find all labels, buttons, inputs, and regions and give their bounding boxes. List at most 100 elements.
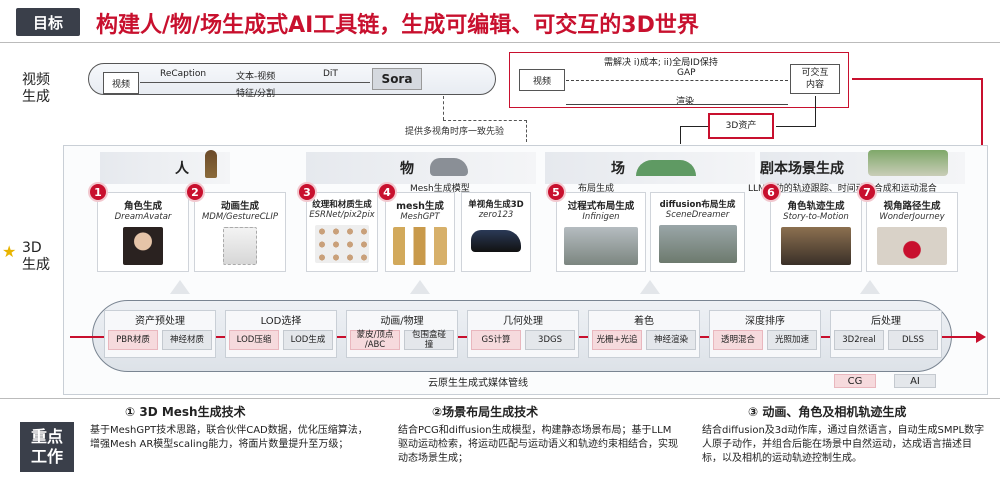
pipeline-tag: 3D2real xyxy=(834,330,884,350)
card-role-trajectory: 角色轨迹生成 Story-to-Motion xyxy=(770,192,862,272)
focus-1-heading: ① 3D Mesh生成技术 xyxy=(125,405,246,419)
card-texture-gen: 纹理和材质生成 ESRNet/pix2pix xyxy=(306,192,378,272)
story-motion-image xyxy=(781,227,851,265)
chairs-image xyxy=(393,227,447,265)
legend-cg: CG xyxy=(834,374,876,388)
asset-arrow-in xyxy=(680,126,708,127)
recaption-label: ReCaption xyxy=(160,69,207,79)
focus-work-tag: 重点 工作 xyxy=(20,422,74,472)
focus-3-body: 结合diffusion及3d动作库，通过自然语言，自动生成SMPL数字人原子动作… xyxy=(702,425,985,464)
island-scene-icon xyxy=(868,150,948,176)
pipeline-stage-title: 动画/物理 xyxy=(380,316,424,327)
pipeline-tag: PBR材质 xyxy=(108,330,158,350)
pipeline-tag: DLSS xyxy=(888,330,938,350)
video-input-box: 视频 xyxy=(103,72,139,94)
focus-2-heading: ②场景布局生成技术 xyxy=(432,405,539,419)
pipeline-stage-title: 资产预处理 xyxy=(135,316,185,327)
category-scene: 场 xyxy=(611,161,625,177)
card-role-gen: 角色生成 DreamAvatar xyxy=(97,192,189,272)
need-solve-note: 需解决 i)成本; ii)全局ID保持 xyxy=(604,58,718,68)
num-badge-4: 4 xyxy=(377,182,397,202)
asset-arrow-in-v xyxy=(680,126,681,144)
focus-2-body: 结合PCG和diffusion生成模型，构建静态场景布局；基于LLM驱动运动检索… xyxy=(398,425,678,464)
multiview-note: 提供多视角时序一致先验 xyxy=(405,127,505,137)
category-person: 人 xyxy=(175,161,189,177)
terrain-icon xyxy=(636,160,696,176)
gap-arrow xyxy=(566,80,788,81)
legend-ai: AI xyxy=(894,374,936,388)
num-badge-2: 2 xyxy=(185,182,205,202)
feature-seg-label: 特征/分割 xyxy=(236,89,276,99)
pipeline-tag: LOD生成 xyxy=(283,330,333,350)
video-gen-label: 视频 生成 xyxy=(22,72,50,105)
dashed-connector-h xyxy=(443,120,527,121)
asset-3d-box: 3D资产 xyxy=(708,113,774,139)
materials-spheres-image xyxy=(315,225,369,263)
up-arrow-1 xyxy=(170,280,190,294)
dit-label: DiT xyxy=(323,69,338,79)
sora-box: Sora xyxy=(372,68,422,90)
num-badge-6: 6 xyxy=(761,182,781,202)
layout-gen-note: 布局生成 xyxy=(578,184,615,194)
pipeline-tag: 光照加速 xyxy=(767,330,817,350)
pipeline-arrowhead xyxy=(976,331,986,343)
pipeline-stage-title: 深度排序 xyxy=(745,316,785,327)
avatar-image xyxy=(123,227,163,265)
skeleton-image xyxy=(223,227,257,265)
pipeline-tag: 光栅+光追 xyxy=(592,330,642,350)
pipeline-tag: 3DGS xyxy=(525,330,575,350)
card-view-path: 视角路径生成 WonderJourney xyxy=(866,192,958,272)
num-badge-7: 7 xyxy=(857,182,877,202)
render-arrow xyxy=(566,104,788,105)
pipeline-stage-title: 着色 xyxy=(634,316,654,327)
car-model-icon xyxy=(430,158,468,176)
pipeline-tag: 神经渲染 xyxy=(646,330,696,350)
pipeline-tag: 透明混合 xyxy=(713,330,763,350)
card-mesh-gen: mesh生成 MeshGPT xyxy=(385,192,455,272)
up-arrow-4 xyxy=(860,280,880,294)
feedback-line-top xyxy=(852,78,982,80)
dashed-connector-v xyxy=(526,120,527,142)
star-icon: ★ xyxy=(2,242,17,261)
video-flow-line xyxy=(140,82,370,83)
focus-3-heading: ③ 动画、角色及相机轨迹生成 xyxy=(748,405,907,419)
divider-bottom xyxy=(0,398,1000,399)
3d-gen-label: 3D 生成 xyxy=(22,240,50,273)
num-badge-5: 5 xyxy=(546,182,566,202)
card-procedural-layout: 过程式布局生成 Infinigen xyxy=(556,192,646,272)
pipeline-tag: GS计算 xyxy=(471,330,521,350)
category-band-object xyxy=(306,152,536,184)
pipeline-stage-title: LOD选择 xyxy=(260,316,302,327)
card-single-view-3d: 单视角生成3D zero123 xyxy=(461,192,531,272)
card-diffusion-layout: diffusion布局生成 SceneDreamer xyxy=(650,192,745,272)
pipeline-stage-title: 几何处理 xyxy=(503,316,543,327)
llm-note: LLM驱动的轨迹跟踪、时间动作合成和运动混合 xyxy=(748,184,937,194)
video-pipe xyxy=(88,63,496,95)
pipeline-stage-title: 后处理 xyxy=(871,316,901,327)
page-title: 构建人/物/场生成式AI工具链，生成可编辑、可交互的3D世界 xyxy=(96,13,699,38)
person-figure-icon xyxy=(205,150,217,178)
card-animation-gen: 动画生成 MDM/GestureCLIP xyxy=(194,192,286,272)
mesh-model-note: Mesh生成模型 xyxy=(410,184,470,194)
num-badge-3: 3 xyxy=(297,182,317,202)
pipeline-tag: 神经材质 xyxy=(162,330,212,350)
category-object: 物 xyxy=(400,161,414,177)
num-badge-1: 1 xyxy=(88,182,108,202)
render-label: 渲染 xyxy=(676,97,695,107)
shoe-image xyxy=(471,230,521,252)
asset-arrow-h xyxy=(776,126,816,127)
goal-tag: 目标 xyxy=(16,8,80,36)
gap-label: GAP xyxy=(677,68,696,78)
video-output-box: 视频 xyxy=(519,69,565,91)
pipeline-tag: 蒙皮/顶点 /ABC xyxy=(350,330,400,350)
divider xyxy=(0,42,1000,43)
interactive-content-box: 可交互 内容 xyxy=(790,64,840,94)
scenedreamer-image xyxy=(658,225,737,263)
focus-1-body: 基于MeshGPT技术思路，联合伙伴CAD数据，优化压缩算法，增强Mesh AR… xyxy=(90,425,368,450)
pipeline-tag: 包围盒碰 撞 xyxy=(404,330,454,350)
category-script-scene: 剧本场景生成 xyxy=(760,161,844,177)
pipeline-tag: LOD压缩 xyxy=(229,330,279,350)
text-video-label: 文本-视频 xyxy=(236,72,276,82)
wonderjourney-image xyxy=(877,227,947,265)
